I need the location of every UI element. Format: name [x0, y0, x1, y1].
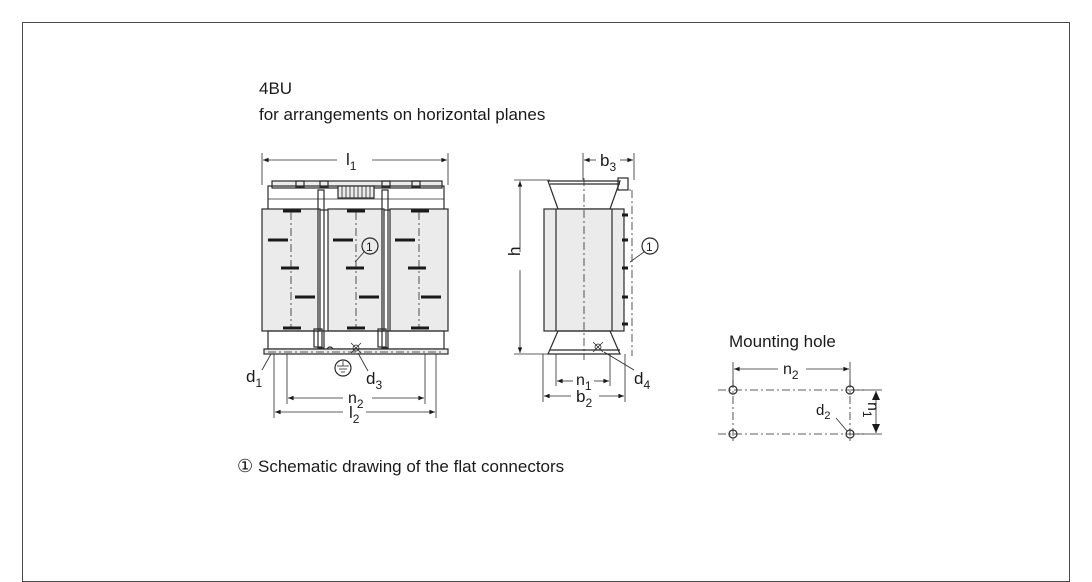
footnote-text: Schematic drawing of the flat connectors [258, 457, 564, 476]
callout-circle-side [641, 237, 659, 255]
side-view: b3 h 1 [505, 151, 659, 410]
top-bolt-left [295, 180, 305, 188]
callout-number-front: 1 [366, 240, 373, 254]
earth-terminal [352, 344, 360, 352]
bottom-stud-left [313, 328, 323, 348]
b3-label: b3 [600, 151, 616, 174]
b2-label: b2 [576, 387, 592, 410]
terminal-block-teeth [341, 186, 371, 198]
tie-rod-right [381, 189, 389, 349]
callout-circle-front [361, 237, 379, 255]
flat-connectors-front [268, 209, 441, 330]
d4-label: d4 [634, 369, 650, 392]
dimension-drawing: l1 [237, 150, 882, 476]
tie-rod-left [317, 189, 325, 349]
d3-leader [357, 352, 369, 372]
footnote-marker: ① [237, 456, 253, 476]
d4-leader [603, 351, 635, 371]
top-bolt-right [411, 180, 421, 188]
mh-n1-label: n1 [860, 402, 881, 418]
bottom-stud-right [377, 328, 387, 348]
n2-label: n2 [348, 390, 364, 411]
front-view: l1 [246, 150, 449, 426]
callout-number-side: 1 [646, 240, 653, 254]
side-earth-terminal [594, 343, 602, 351]
side-earth-cross-b [592, 341, 604, 353]
model-title: 4BU [259, 79, 293, 98]
flat-connectors-side [622, 213, 628, 326]
top-bolt-mid-left [319, 180, 329, 188]
d1-leader [261, 353, 272, 371]
bottom-frame [267, 330, 445, 350]
side-bottom-clamp [547, 330, 621, 355]
drawing-heading: 4BU for arrangements on horizontal plane… [259, 76, 545, 128]
h-label: h [505, 247, 524, 256]
l1-label: l1 [346, 150, 357, 173]
callout-leader-front [354, 251, 365, 263]
mounting-hole-title: Mounting hole [729, 332, 836, 351]
ground-icon [334, 359, 352, 377]
mh-n2-label: n2 [783, 361, 799, 382]
earth-terminal-cross-b [350, 342, 362, 354]
top-bolt-mid-right [381, 180, 391, 188]
mh-n1-arrow-top [872, 391, 880, 400]
mh-d2-label: d2 [816, 402, 830, 422]
base-plate [263, 348, 449, 355]
mh-d2-leader [835, 417, 848, 432]
terminal-block [337, 185, 375, 199]
footnote: ① Schematic drawing of the flat connecto… [237, 456, 564, 476]
mh-n1-arrow-bottom [872, 424, 880, 433]
mounting-hole-top-left [728, 385, 738, 395]
d3-label: d3 [366, 369, 382, 392]
arrangement-subtitle: for arrangements on horizontal planes [259, 105, 546, 124]
l2-label: l2 [349, 403, 360, 426]
d1-label: d1 [246, 367, 262, 390]
mounting-hole-bottom-left [728, 429, 738, 439]
n1-label: n1 [576, 372, 592, 393]
callout-leader-side [629, 251, 645, 263]
mounting-hole-detail: Mounting hole n2 n1 d2 [718, 332, 882, 444]
